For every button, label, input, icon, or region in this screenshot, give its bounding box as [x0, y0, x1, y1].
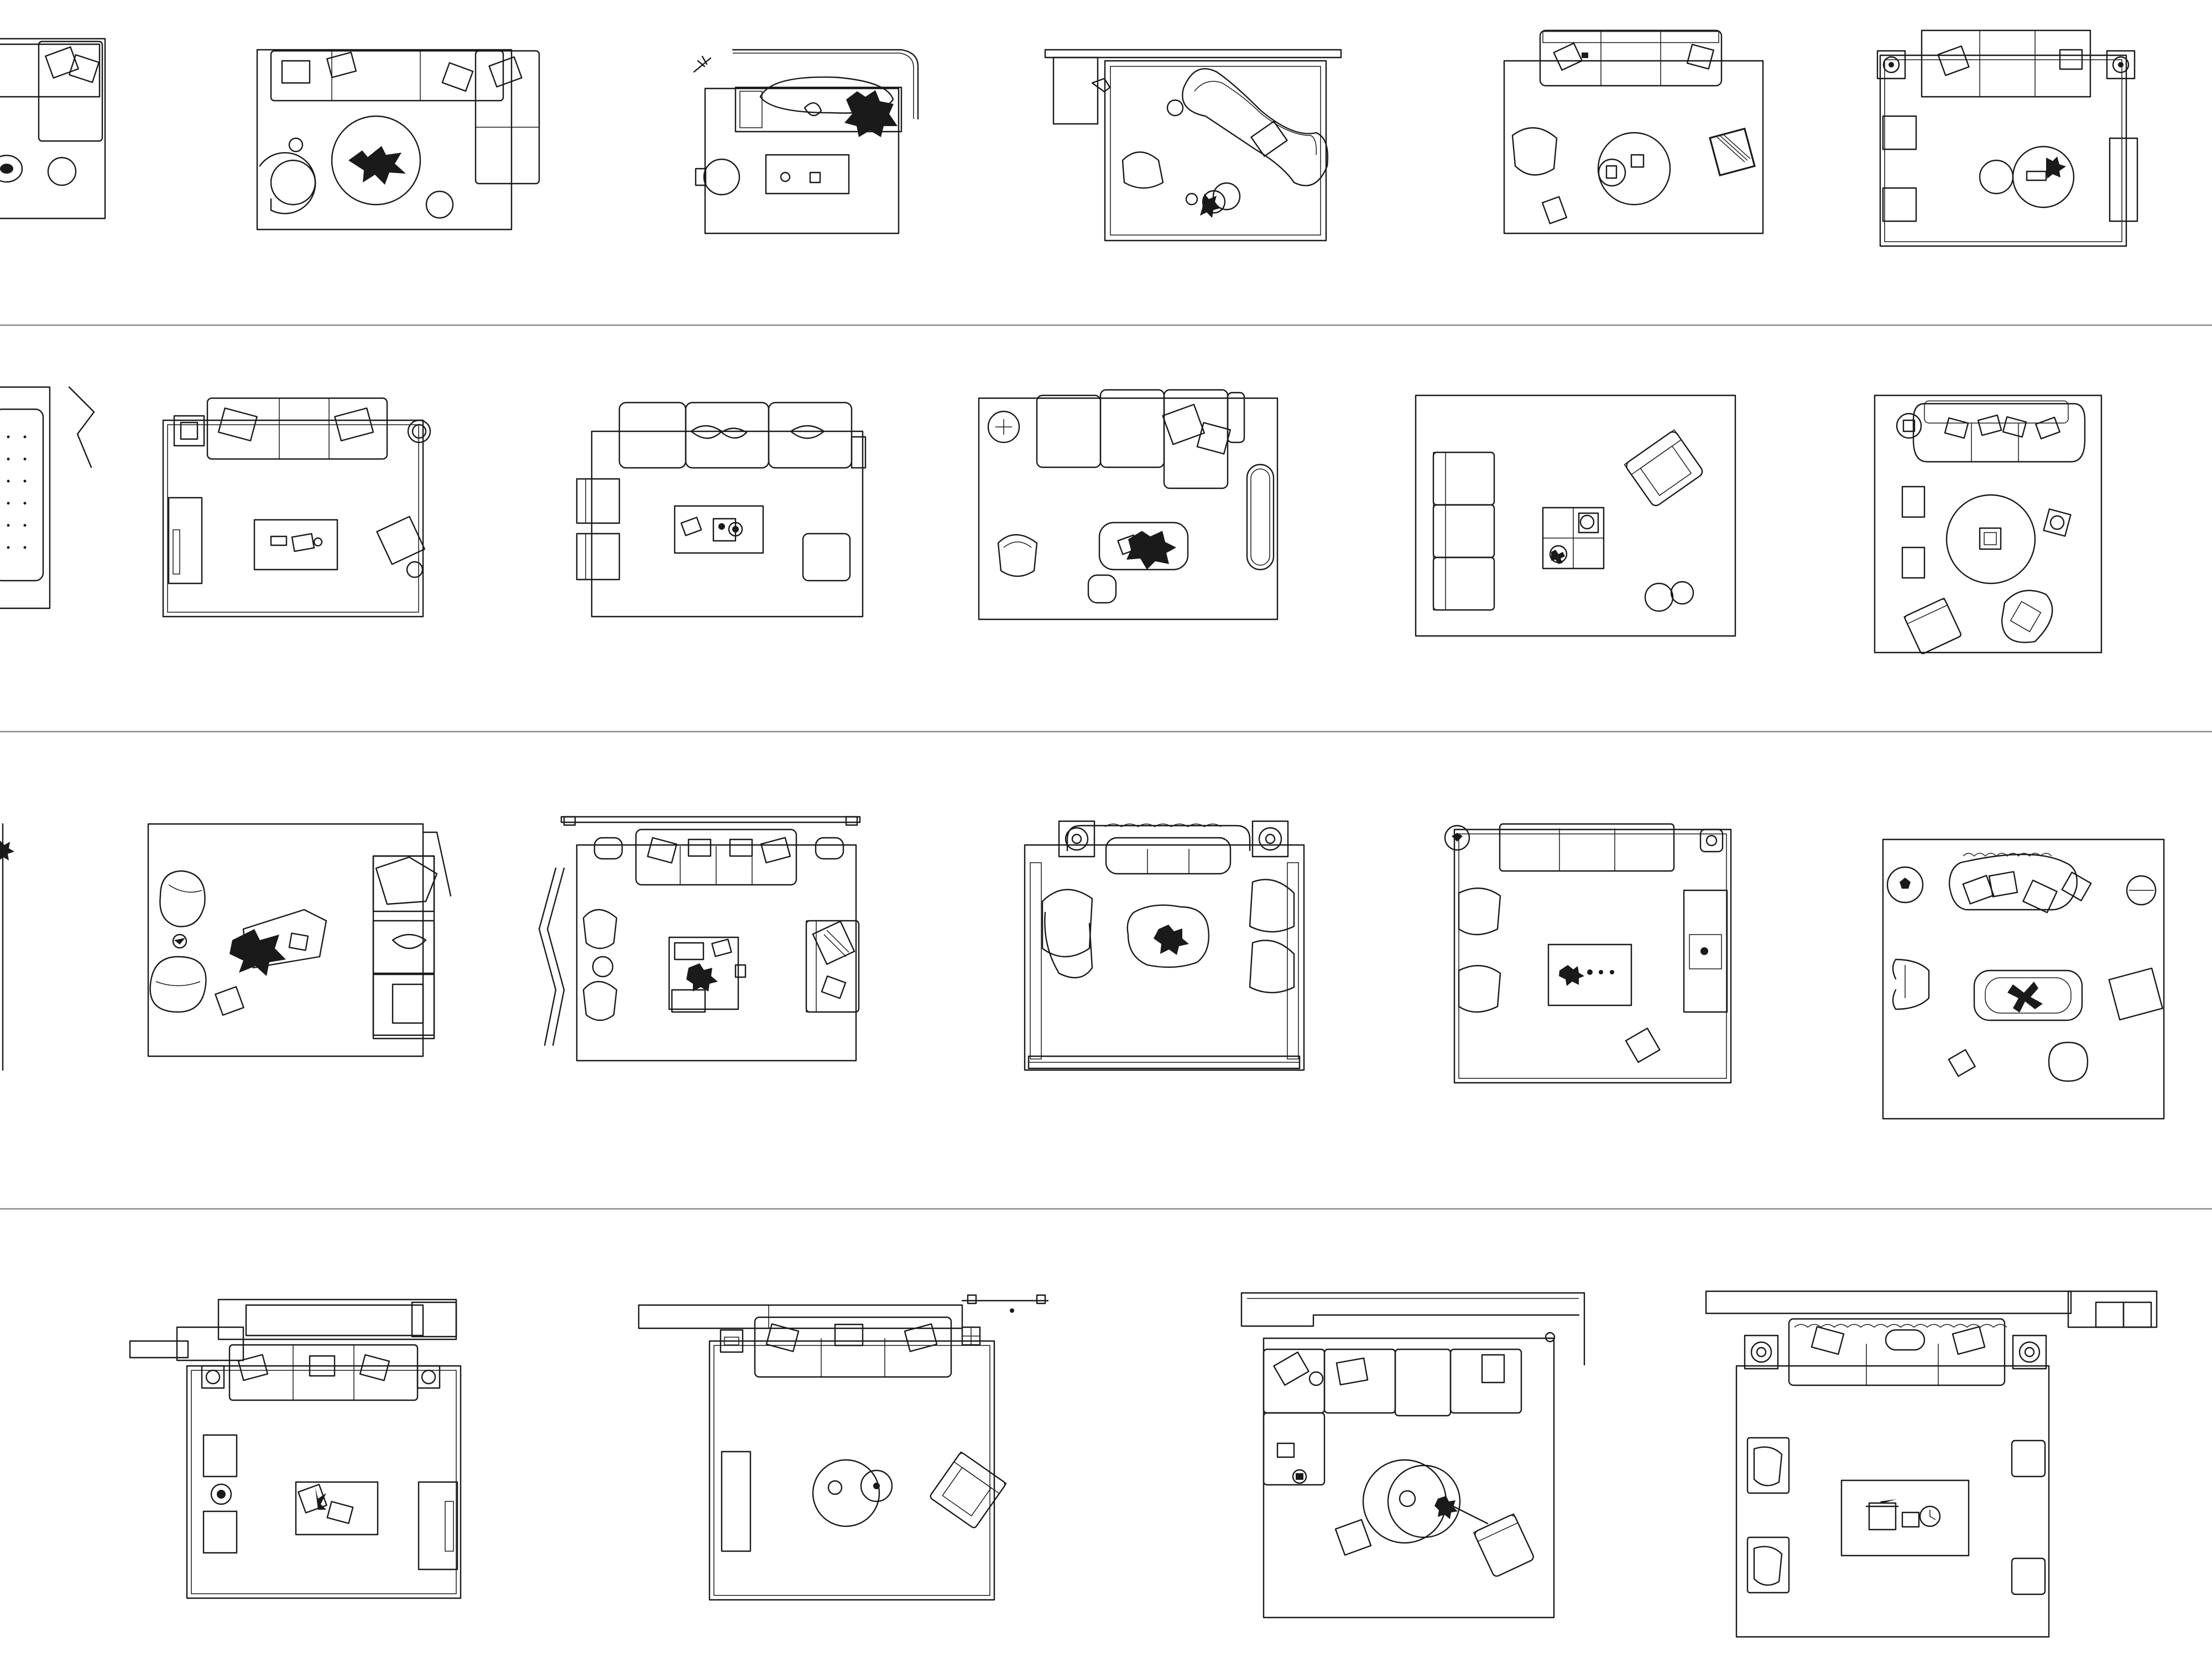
- plan-r1-6: [1876, 29, 2138, 247]
- plan-r3-4: [1024, 820, 1305, 1071]
- plan-r3-2: [147, 823, 452, 1057]
- plan-r1-1: [0, 38, 106, 220]
- plan-r4-3: [1240, 1292, 1585, 1619]
- plan-r3-1: [0, 823, 14, 1071]
- plan-r3-3: [538, 816, 861, 1062]
- plan-r2-6: [1874, 394, 2103, 654]
- plan-r1-3: [693, 49, 919, 234]
- plan-r3-5: [1444, 823, 1732, 1084]
- plan-r2-3: [576, 401, 867, 618]
- plan-r2-5: [1415, 394, 1736, 637]
- plan-r4-4: [1705, 1290, 2158, 1638]
- plan-r4-1: [129, 1298, 462, 1599]
- plan-r3-6: [1882, 838, 2165, 1120]
- plan-r2-2: [162, 397, 431, 618]
- plan-r1-4: [1044, 49, 1342, 242]
- plan-r2-4: [978, 389, 1279, 620]
- plan-r1-2: [256, 49, 540, 231]
- plan-r2-1: [0, 386, 95, 609]
- plan-r1-5: [1503, 29, 1764, 234]
- plan-r4-2: [638, 1294, 1049, 1601]
